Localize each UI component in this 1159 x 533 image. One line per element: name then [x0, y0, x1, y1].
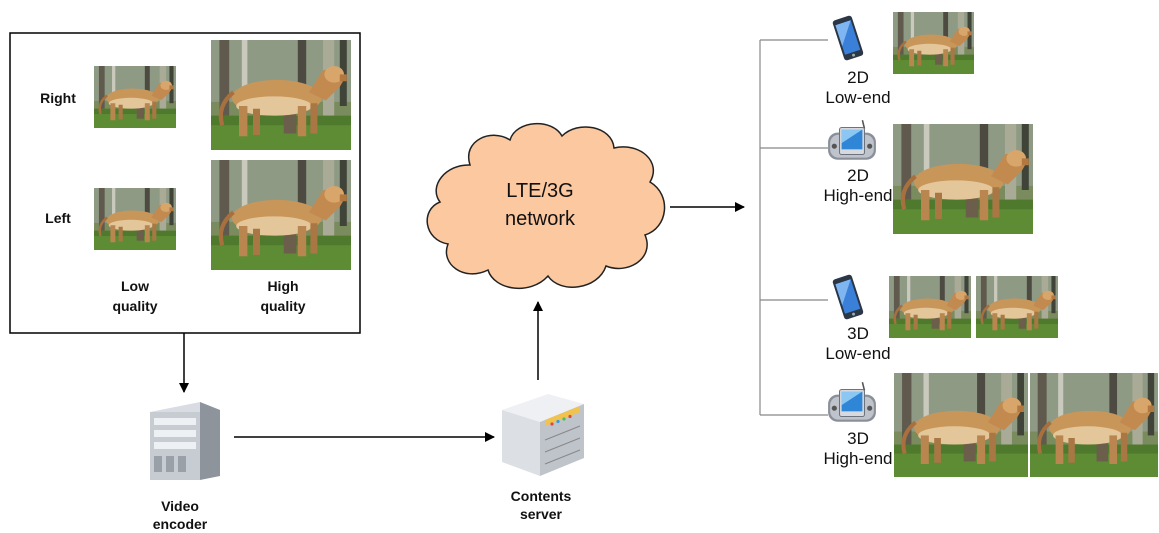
network-label: LTE/3G network	[504, 180, 576, 230]
left-label: Left	[45, 210, 71, 226]
contents-server-icon	[502, 394, 584, 476]
right-low-quality-image	[94, 66, 176, 128]
device-3d-high-label: 3D High-end	[823, 429, 893, 468]
device-2d-high-label: 2D High-end	[823, 166, 893, 205]
video-encoder-icon	[150, 402, 220, 480]
smartphone-icon	[832, 14, 864, 62]
distribution-tree	[759, 39, 828, 416]
output-3d-high-left-image	[894, 373, 1028, 477]
low-quality-label: Low quality	[112, 278, 158, 314]
right-label: Right	[40, 90, 76, 106]
output-2d-high-image	[893, 124, 1033, 234]
output-2d-low-image	[893, 12, 974, 74]
high-quality-label: High quality	[260, 278, 306, 314]
device-2d-low-label: 2D Low-end	[825, 68, 891, 107]
left-low-quality-image	[94, 188, 176, 250]
output-3d-high-right-image	[1030, 373, 1158, 477]
contents-server-label: Contents server	[510, 488, 572, 522]
handheld-console-icon	[827, 381, 877, 423]
video-encoder-label: Video encoder	[152, 498, 208, 532]
handheld-console-icon	[827, 119, 877, 161]
network-cloud	[426, 122, 666, 290]
left-high-quality-image	[211, 160, 351, 270]
right-high-quality-image	[211, 40, 351, 150]
device-3d-low-label: 3D Low-end	[825, 324, 891, 363]
smartphone-icon	[832, 273, 864, 321]
output-3d-low-right-image	[976, 276, 1058, 338]
